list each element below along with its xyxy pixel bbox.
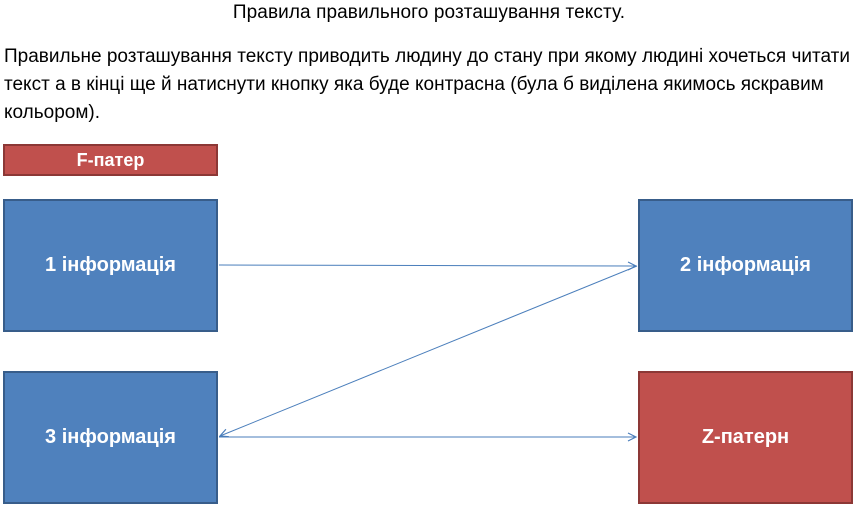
info-box-2: 2 інформація (638, 199, 853, 332)
intro-text: Правильне розташування тексту приводить … (4, 46, 850, 123)
f-pattern-label-text: F-патер (76, 149, 145, 170)
arrow-1-to-2 (218, 265, 636, 266)
info-box-1-text: 1 інформація (45, 254, 176, 276)
z-pattern-box: Z-патерн (638, 371, 853, 504)
arrow-2-to-3 (220, 265, 638, 436)
info-box-1: 1 інформація (3, 199, 218, 332)
f-pattern-label: F-патер (3, 144, 218, 176)
info-box-3-text: 3 інформація (45, 426, 176, 448)
z-pattern-box-text: Z-патерн (701, 426, 790, 448)
info-box-2-text: 2 інформація (680, 254, 811, 276)
slide-title: Правила правильного розташування тексту. (232, 2, 626, 23)
info-box-3: 3 інформація (3, 371, 218, 504)
